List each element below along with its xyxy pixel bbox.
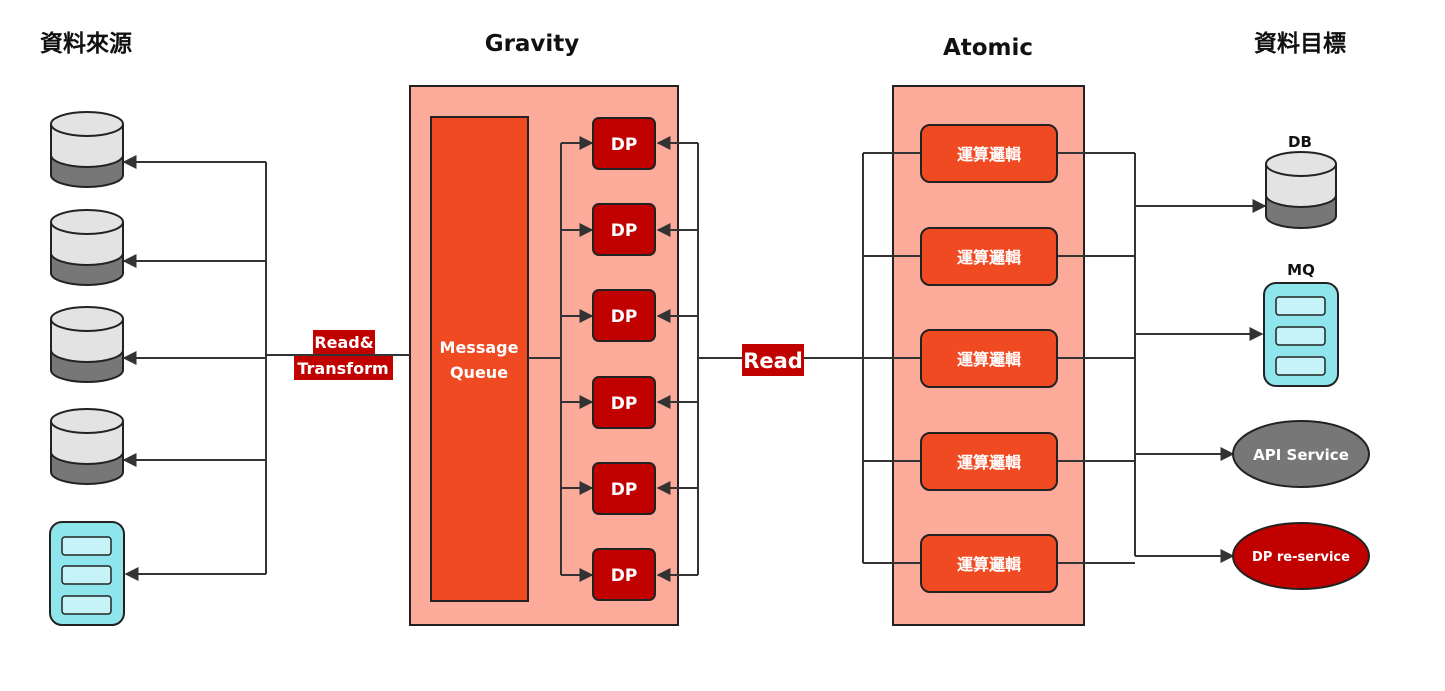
target-db-label: DB [1288,133,1312,151]
target-mq-icon [1263,282,1339,387]
message-queue-box [430,116,529,602]
dp-box-1: DP [592,117,656,170]
logic-label: 運算邏輯 [957,453,1021,472]
read-label-text: Read [743,349,803,373]
target-mq-label: MQ [1287,261,1315,279]
dp-box-5: DP [592,462,656,515]
arrows-read-to-dp [656,136,698,582]
logic-box-5: 運算邏輯 [920,534,1058,593]
dp-label: DP [611,135,638,155]
header-gravity: Gravity [485,31,580,57]
dp-label: DP [611,566,638,586]
source-db-3-icon [50,306,124,383]
logic-box-3: 運算邏輯 [920,329,1058,388]
logic-label: 運算邏輯 [957,350,1021,369]
header-targets: 資料目標 [1254,30,1346,57]
logic-label: 運算邏輯 [957,248,1021,267]
dp-box-3: DP [592,289,656,342]
read-transform-label: Read& Transform [294,330,393,380]
connectors-logic-left [863,152,921,564]
api-service-node: API Service [1232,420,1370,488]
logic-box-2: 運算邏輯 [920,227,1058,286]
read-transform-line1: Read& [314,333,373,352]
source-db-2-icon [50,209,124,286]
source-mq-icon [49,521,125,626]
logic-box-1: 運算邏輯 [920,124,1058,183]
dp-reservice-label: DP re-service [1252,550,1350,565]
dp-label: DP [611,480,638,500]
header-atomic: Atomic [943,35,1033,61]
api-service-label: API Service [1253,446,1349,464]
read-label: Read [742,344,804,376]
message-queue-label-line2: Queue [450,363,508,382]
dp-box-6: DP [592,548,656,601]
logic-label: 運算邏輯 [957,145,1021,164]
dp-box-4: DP [592,376,656,429]
source-db-4-icon [50,408,124,485]
connectors-logic-right [1057,152,1135,564]
target-db-icon [1265,151,1337,229]
dp-reservice-node: DP re-service [1232,522,1370,590]
read-transform-line2: Transform [297,359,388,378]
dp-label: DP [611,394,638,414]
header-sources: 資料來源 [40,30,132,57]
dp-label: DP [611,221,638,241]
logic-box-4: 運算邏輯 [920,432,1058,491]
logic-label: 運算邏輯 [957,555,1021,574]
source-db-1-icon [50,111,124,188]
arrows-queue-to-dp [561,136,594,582]
dp-label: DP [611,307,638,327]
dp-box-2: DP [592,203,656,256]
message-queue-label-line1: Message [440,338,519,357]
